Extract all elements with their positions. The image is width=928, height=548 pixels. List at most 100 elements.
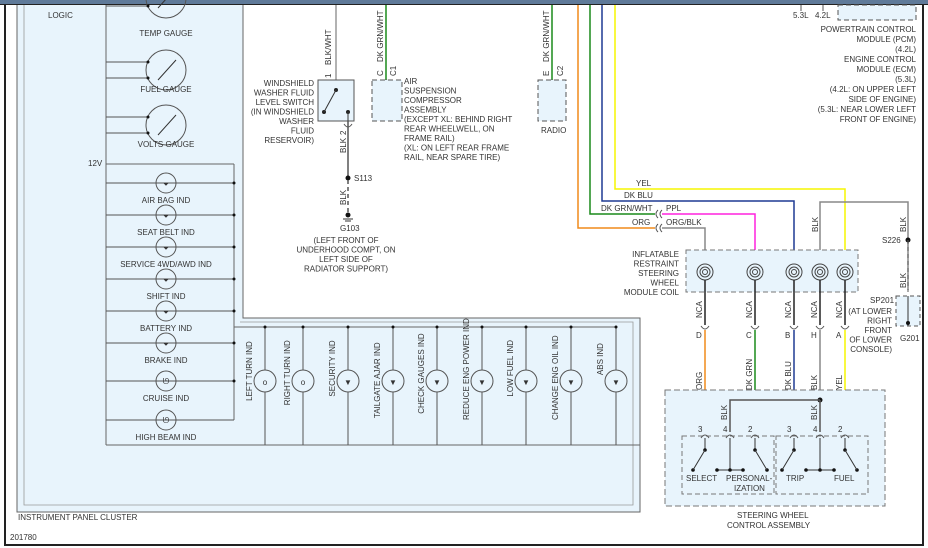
svg-text:ᘎ: ᘎ <box>163 416 170 425</box>
led-icon <box>155 268 177 290</box>
pin-label: 1 <box>324 73 333 78</box>
wire-label: BLK <box>811 216 820 232</box>
component-label: WHEEL <box>651 279 680 288</box>
component-label: RESTRAINT <box>634 260 679 269</box>
gauge-icon <box>145 49 187 91</box>
component-label: RESERVOIR) <box>264 136 314 145</box>
led-icon <box>155 172 177 194</box>
component-label: (4.2L) <box>895 45 916 54</box>
indicator-label: SERVICE 4WD/AWD IND <box>120 260 212 269</box>
svg-text:ᘎ: ᘎ <box>163 377 170 386</box>
svg-text:⏷: ⏷ <box>162 180 169 189</box>
led-icon <box>559 369 583 393</box>
location-label: (LEFT FRONT OF <box>313 236 378 245</box>
splice-pack-label: SP201 <box>870 296 895 305</box>
location-label: RADIATOR SUPPORT) <box>304 265 388 274</box>
switch-icon <box>844 449 858 471</box>
location-label: LEFT SIDE OF <box>319 255 373 264</box>
pin-label: 2 <box>748 425 753 434</box>
component-label: FRONT OF ENGINE) <box>840 115 917 124</box>
component-label: ASSEMBLY <box>404 106 447 115</box>
component-label: MODULE (ECM) <box>856 65 916 74</box>
coil-icon <box>702 269 708 275</box>
air-suspension-compressor: DK GRN/WHT C C1 AIRSUSPENSIONCOMPRESSORA… <box>371 5 512 162</box>
led-icon <box>155 204 177 226</box>
pin-label: 4 <box>723 425 728 434</box>
indicator-label: SECURITY IND <box>328 340 337 397</box>
component-label: MODULE COIL <box>624 288 680 297</box>
svg-text:⏷: ⏷ <box>162 340 169 349</box>
pin-label: B <box>785 331 790 340</box>
wire-label: YEL <box>636 179 652 188</box>
wire-label: PPL <box>666 204 682 213</box>
location-label: UNDERHOOD COMPT, ON <box>296 246 395 255</box>
diagram-frame <box>4 5 924 546</box>
coil-icon <box>699 266 711 278</box>
gauge-icon <box>145 0 187 19</box>
connector-label: C2 <box>556 65 565 76</box>
component-label: (4.2L: ON UPPER LEFT <box>830 85 916 94</box>
12v-label: 12V <box>88 159 103 168</box>
coil-icon <box>839 266 851 278</box>
led-icon <box>155 332 177 354</box>
bulb-icon <box>291 369 315 393</box>
wire-label: ORG <box>632 218 650 227</box>
indicator-label: RIGHT TURN IND <box>283 340 292 405</box>
bulb-icon <box>155 370 177 392</box>
svg-text:▼: ▼ <box>478 378 486 387</box>
ground-g201: BLK BLK S226 BLK SP201 (AT LOWERRIGHTFRO… <box>811 216 921 354</box>
radio-label: RADIO <box>541 126 566 135</box>
pin-label: E <box>542 71 551 76</box>
wire-label: BLK <box>899 272 908 288</box>
indicator-label: SHIFT IND <box>147 292 186 301</box>
component-label: POWERTRAIN CONTROL <box>821 25 917 34</box>
svg-text:⏷: ⏷ <box>162 244 169 253</box>
svg-text:▼: ▼ <box>433 378 441 387</box>
ground-label: G103 <box>340 224 360 233</box>
pin-label: 4 <box>813 425 818 434</box>
component-label: (EXCEPT XL: BEHIND RIGHT <box>404 115 512 124</box>
component-label: SIDE OF ENGINE) <box>848 95 916 104</box>
radio: DK GRN/WHT E C2 RADIO <box>537 5 567 135</box>
component-label: WASHER <box>279 117 314 126</box>
coil-icon <box>842 269 848 275</box>
wire-label: BLK <box>810 404 819 420</box>
indicator-label: CRUISE IND <box>143 394 189 403</box>
switch-label: TRIP <box>786 474 804 483</box>
engine-tag: 5.3L <box>793 11 809 20</box>
pin-label: C <box>746 331 752 340</box>
svg-text:⏷: ⏷ <box>162 276 169 285</box>
indicator-label: LOW FUEL IND <box>506 340 515 397</box>
svg-text:▼: ▼ <box>612 378 620 387</box>
component-label: RAIL, NEAR SPARE TIRE) <box>404 153 501 162</box>
indicator-label: TAILGATE AJAR IND <box>373 342 382 418</box>
coil-icon <box>788 266 800 278</box>
component-label: MODULE (PCM) <box>856 35 916 44</box>
svg-text:ο: ο <box>301 378 306 387</box>
nca-label: NCA <box>695 300 704 318</box>
led-icon <box>470 369 494 393</box>
switch-label: SELECT <box>686 474 717 483</box>
led-icon <box>425 369 449 393</box>
switch-icon <box>781 449 795 471</box>
component-label: (IN WINDSHIELD <box>251 108 314 117</box>
led-icon <box>604 369 628 393</box>
location-label: (AT LOWER <box>848 307 892 316</box>
component-label: (5.3L: NEAR LOWER LEFT <box>818 105 916 114</box>
wire-label: DK GRN/WHT <box>542 10 551 62</box>
led-icon <box>381 369 405 393</box>
diagram-id: 201780 <box>10 533 37 542</box>
svg-text:▼: ▼ <box>389 378 397 387</box>
coil-icon <box>814 266 826 278</box>
svg-text:▼: ▼ <box>567 378 575 387</box>
swc-title: STEERING WHEEL <box>737 511 809 520</box>
component-label: ENGINE CONTROL <box>844 55 917 64</box>
splice-label: S113 <box>354 174 373 183</box>
switch-label: PERSONAL- <box>726 474 773 483</box>
bulb-icon <box>155 409 177 431</box>
switch-icon <box>754 449 768 471</box>
gauge-label: FUEL GAUGE <box>140 85 191 94</box>
wire-label: BLK/WHT <box>324 29 333 65</box>
window-top-bar <box>0 0 928 5</box>
